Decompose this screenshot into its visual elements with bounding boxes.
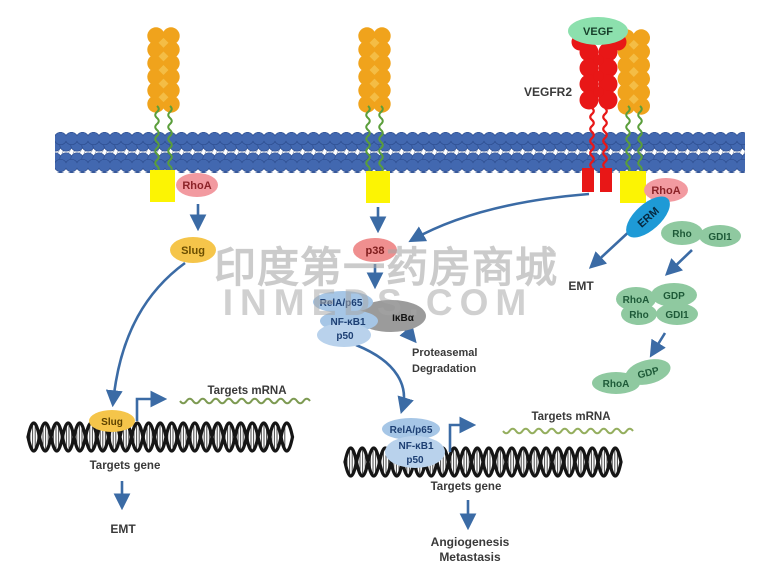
metastasis-label: Metastasis bbox=[439, 550, 501, 564]
arrow-slug-to-dna bbox=[105, 261, 186, 408]
complex-gdi1-label: GDI1 bbox=[665, 310, 689, 321]
arrow-gdi-to-complex bbox=[664, 249, 693, 276]
slug-node bbox=[170, 237, 216, 263]
p50-label-top: p50 bbox=[336, 331, 354, 342]
arrow-vegfr2-to-p38 bbox=[408, 192, 590, 243]
targets-mrna-label-left: Targets mRNA bbox=[207, 385, 286, 397]
slug-on-dna-label: Slug bbox=[101, 417, 123, 428]
nfkb1-label-bottom: NF-κB1 bbox=[398, 441, 433, 452]
rela-node-top bbox=[313, 291, 373, 313]
p50-label-bottom: p50 bbox=[406, 455, 424, 466]
text-labels: VEGF VEGFR2 Targets mRNA Targets gene EM… bbox=[90, 26, 614, 564]
complex-rho-node bbox=[621, 303, 657, 325]
p38-label: p38 bbox=[366, 245, 385, 257]
emt-label-right: EMT bbox=[568, 279, 594, 293]
rho-label: Rho bbox=[672, 229, 691, 240]
vegf-label: VEGF bbox=[583, 26, 613, 38]
watermark-line1: 印度第一药房商城 bbox=[214, 244, 558, 291]
rela-label-top: RelA/p65 bbox=[320, 298, 363, 309]
slug-on-dna-node bbox=[89, 410, 135, 432]
anchor-middle bbox=[366, 171, 390, 203]
watermark: 印度第一药房商城 INMEDS.COM bbox=[214, 244, 558, 323]
vegfr2-anchor-1 bbox=[582, 168, 594, 192]
inactive-rhoa-node bbox=[592, 372, 640, 394]
arrow-complex-to-dna bbox=[355, 343, 414, 415]
protein-nodes: RhoA Slug p38 RelA/p65 IκBα NF-κB1 p50 R… bbox=[89, 173, 741, 468]
proteasemal-label: Proteasemal bbox=[412, 347, 477, 359]
targets-mrna-label-middle: Targets mRNA bbox=[531, 411, 610, 423]
watermark-line2: INMEDS.COM bbox=[223, 282, 534, 323]
slug-label: Slug bbox=[181, 245, 205, 257]
rela-label-bottom: RelA/p65 bbox=[390, 425, 433, 436]
rho-node bbox=[661, 221, 703, 245]
rhoa-label-right: RhoA bbox=[651, 185, 680, 197]
complex-rhoa-label: RhoA bbox=[623, 295, 650, 306]
rhoa-node-right bbox=[644, 178, 688, 202]
receptor-beads bbox=[147, 27, 650, 115]
rhoa-label-left: RhoA bbox=[182, 180, 211, 192]
nfkb1-label-top: NF-κB1 bbox=[330, 317, 365, 328]
arrow-complex-to-inactive bbox=[649, 332, 667, 358]
arrow-gene-to-mrna-left bbox=[135, 390, 168, 421]
gdi1-node bbox=[699, 225, 741, 247]
nfkb1-p50-node-bottom bbox=[385, 436, 445, 468]
receptor-tails bbox=[154, 105, 643, 173]
inactive-rhoa-label: RhoA bbox=[603, 379, 630, 390]
complex-gdi1-node bbox=[656, 303, 698, 325]
vegf-ligand bbox=[568, 17, 628, 45]
complex-rho-label: Rho bbox=[629, 310, 648, 321]
p38-node bbox=[353, 238, 397, 262]
rela-node-bottom bbox=[382, 418, 440, 440]
erm-node bbox=[626, 196, 670, 238]
degradation-label: Degradation bbox=[412, 363, 476, 375]
targets-gene-label-left: Targets gene bbox=[90, 460, 161, 472]
complex-gdp-node bbox=[651, 283, 697, 307]
vegfr2-label: VEGFR2 bbox=[524, 85, 572, 99]
ikba-label: IκBα bbox=[392, 313, 415, 324]
anchor-right bbox=[620, 171, 646, 203]
pathway-arrows bbox=[105, 192, 693, 531]
inactive-gdp-label: GDP bbox=[637, 365, 661, 381]
rhoa-node-left bbox=[176, 173, 218, 197]
membrane-anchors bbox=[150, 168, 646, 203]
vegfr2-anchor-2 bbox=[600, 168, 612, 192]
arrow-gene-to-mrna-middle bbox=[448, 416, 477, 452]
anchor-left bbox=[150, 170, 175, 202]
emt-label-left: EMT bbox=[110, 522, 136, 536]
arrow-erm-to-emt bbox=[588, 227, 634, 269]
gdi1-label: GDI1 bbox=[708, 232, 732, 243]
targets-gene-label-middle: Targets gene bbox=[431, 481, 502, 493]
complex-gdp-label: GDP bbox=[663, 291, 685, 302]
p50-node-top bbox=[317, 323, 371, 347]
angiogenesis-label: Angiogenesis bbox=[431, 535, 510, 549]
